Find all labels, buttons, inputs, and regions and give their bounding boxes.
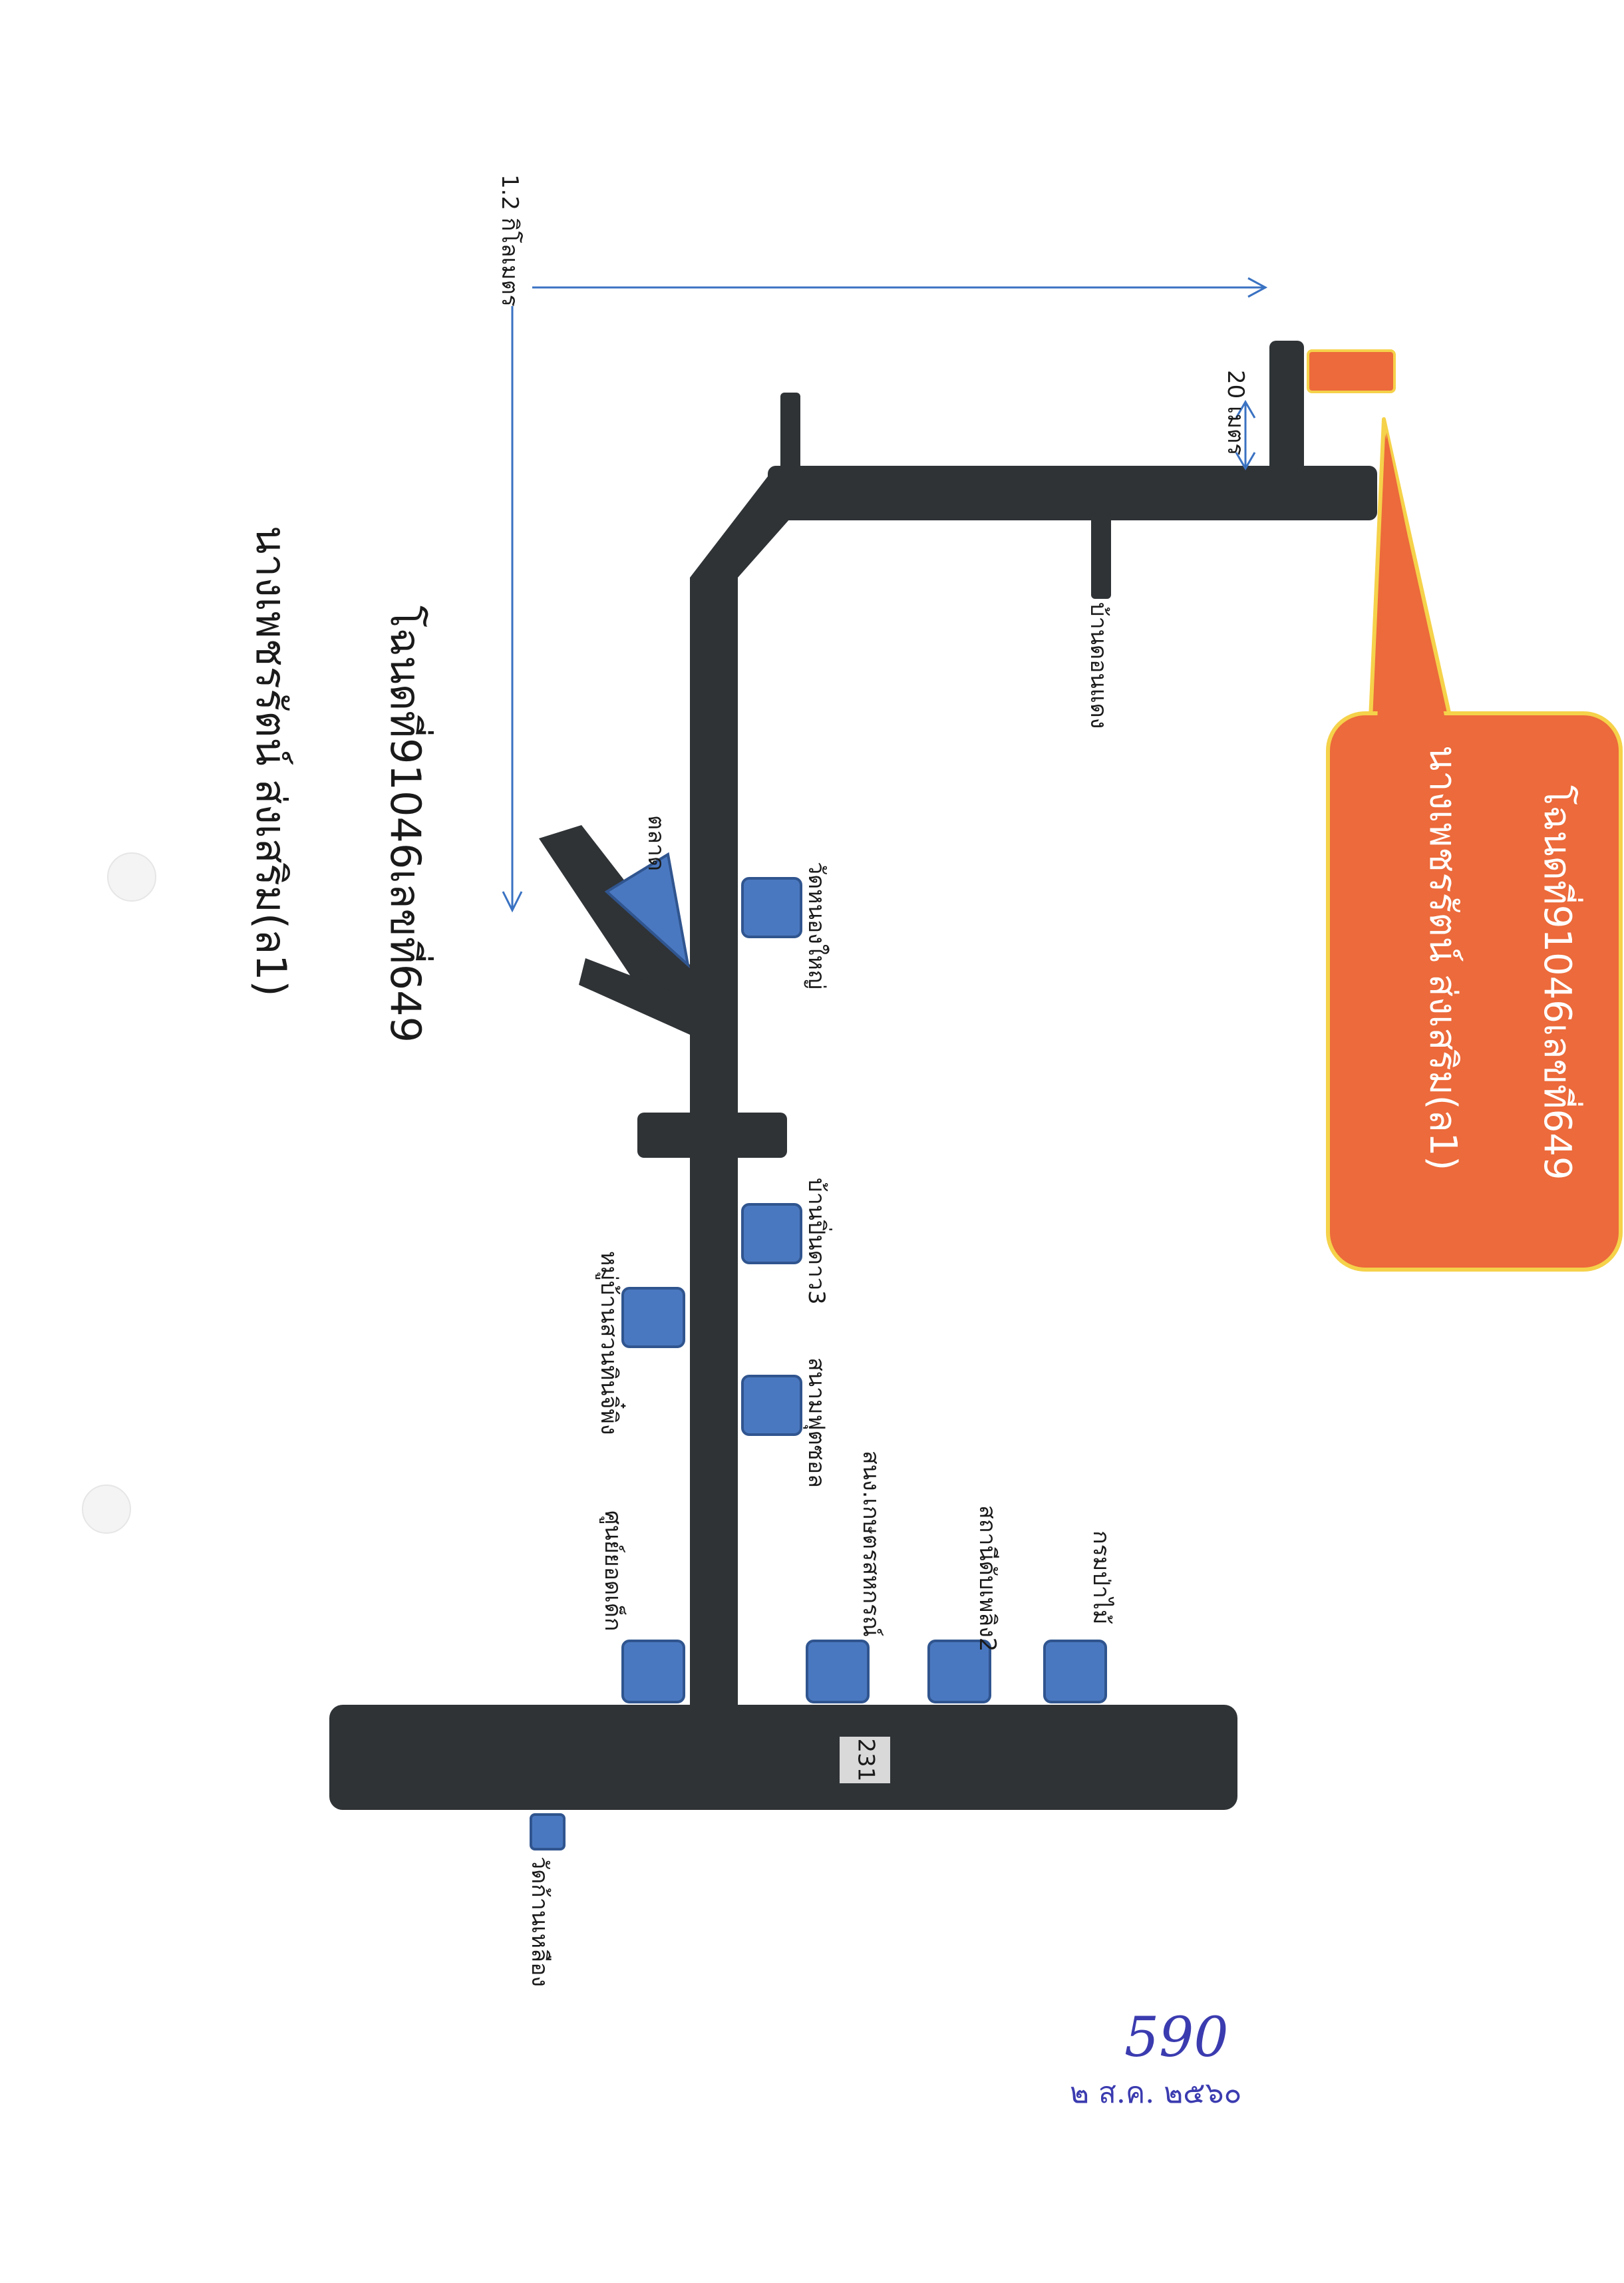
short-distance-label: 20 เมตร — [1222, 370, 1249, 455]
landmark-child-center — [621, 1640, 685, 1703]
label-ban-don-daeng: บ้านดอนแดง — [1085, 602, 1112, 729]
target-plot — [1307, 349, 1396, 393]
arrowhead-long-down — [502, 891, 523, 913]
stub-road-top — [780, 393, 800, 479]
spur-road-right — [1269, 341, 1304, 480]
label-child-center: ศูนย์ยอดเด็ก — [599, 1510, 627, 1631]
title-line2: นางเพชรรัตน์ ส่งเสริม(ล1) — [247, 526, 295, 997]
callout-box — [1326, 711, 1623, 1272]
market-branch-road-2 — [579, 958, 690, 1035]
stamp-date: ๒ ส.ค. ๒๕๖๐ — [1070, 2076, 1241, 2110]
label-football-field: สนามฟุตซอล — [803, 1357, 830, 1488]
landmark-fire-station — [927, 1640, 991, 1703]
punch-hole-bottom — [82, 1485, 131, 1534]
landmark-football-field — [741, 1375, 802, 1436]
landmark-forestry — [1043, 1640, 1107, 1703]
callout-line2: นางเพชรรัตน์ ส่งเสริม(ล1) — [1421, 745, 1464, 1170]
landmark-agri-coop — [806, 1640, 870, 1703]
label-market: ตลาด — [643, 815, 669, 871]
arrowhead-long-right — [1247, 277, 1268, 298]
landmark-wat-nong-yai — [741, 877, 802, 938]
label-agri-coop: สนง.เกษตรสหกรณ์ — [858, 1451, 884, 1637]
landmark-wat-kan-lueang — [530, 1813, 566, 1850]
label-village: หมู่บ้านสวนทินจิ๋พิง — [595, 1251, 626, 1435]
label-ban-pin-dao: บ้านปิ่นดาว3 — [803, 1178, 832, 1305]
punch-hole-top — [107, 852, 156, 902]
title-line1: โฉนดที่91046เลขที่649 — [381, 606, 434, 1043]
landmark-village — [621, 1287, 685, 1348]
label-fire-station: สถานีดับเพลิง2 — [974, 1505, 1001, 1652]
cross-road — [637, 1113, 787, 1158]
highway-231 — [329, 1705, 1237, 1810]
label-wat-nong-yai: วัดหนองใหญ่ — [803, 862, 830, 989]
arrowhead-short-down — [1235, 452, 1256, 470]
market-branch-road — [539, 825, 690, 1035]
long-distance-label: 1.2 กิโลเมตร — [496, 174, 523, 307]
stamp-number: 590 — [1124, 2006, 1229, 2069]
arrowhead-short-up — [1235, 400, 1256, 419]
market-triangle-icon — [604, 852, 691, 969]
road-number-badge — [840, 1737, 890, 1783]
label-forestry: กรมป่าไม้ — [1088, 1530, 1114, 1624]
top-road — [768, 466, 1377, 520]
label-wat-kan-lueang: วัดก้านเหลือง — [526, 1856, 553, 1987]
callout-pointer-fill — [1377, 433, 1446, 725]
landmark-ban-pin-dao — [741, 1203, 802, 1264]
stub-road-ban-don-daeng — [1091, 512, 1111, 599]
callout-line1: โฉนดที่91046เลขที่649 — [1536, 785, 1583, 1180]
road-number: 231 — [853, 1739, 880, 1782]
